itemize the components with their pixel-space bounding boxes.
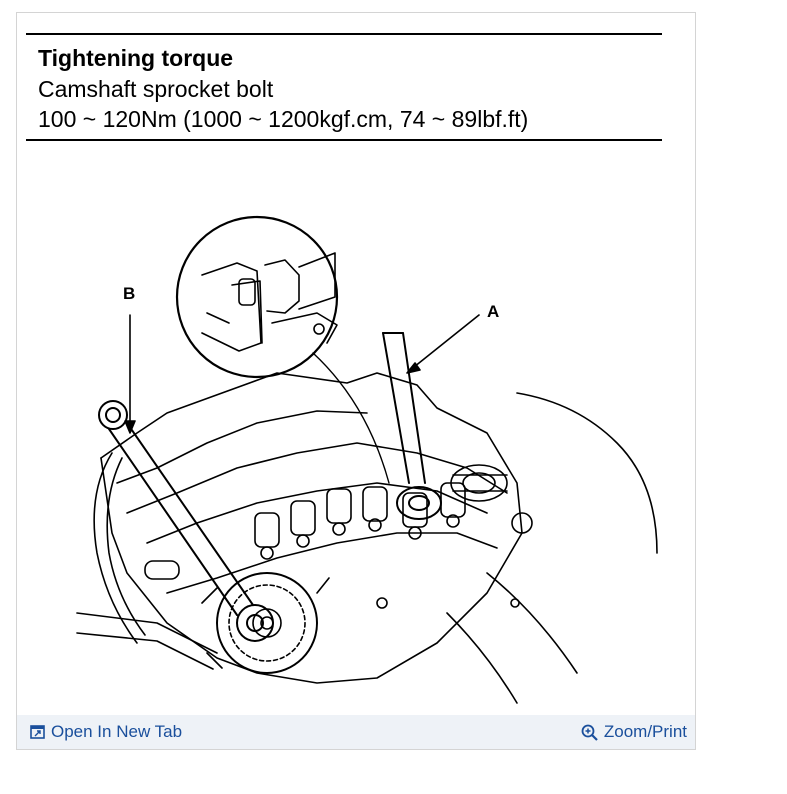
torque-spec-box: Tightening torque Camshaft sprocket bolt… xyxy=(26,33,662,141)
open-in-new-tab-label: Open In New Tab xyxy=(51,722,183,741)
spec-value: 100 ~ 120Nm (1000 ~ 1200kgf.cm, 74 ~ 89l… xyxy=(38,106,529,132)
cam-sprocket-right xyxy=(450,464,508,502)
engine-diagram: B A xyxy=(76,215,658,704)
magnifier-plus-icon xyxy=(581,724,598,741)
callout-b-label: B xyxy=(123,284,135,303)
diagram-frame: Tightening torque Camshaft sprocket bolt… xyxy=(16,12,696,750)
open-in-new-tab-icon xyxy=(30,725,45,739)
timing-sprocket xyxy=(201,572,330,674)
wrench-b xyxy=(98,400,274,642)
image-toolbar: Open In New Tab Zoom/Print xyxy=(17,715,695,749)
zoom-print-button[interactable]: Zoom/Print xyxy=(581,722,687,742)
open-in-new-tab-button[interactable]: Open In New Tab xyxy=(30,722,182,742)
callout-a-label: A xyxy=(487,302,499,321)
spec-item: Camshaft sprocket bolt xyxy=(38,76,274,102)
spec-title: Tightening torque xyxy=(38,45,234,71)
zoom-print-label: Zoom/Print xyxy=(603,722,687,741)
wrench-a xyxy=(382,332,442,520)
detail-inset xyxy=(175,215,339,379)
